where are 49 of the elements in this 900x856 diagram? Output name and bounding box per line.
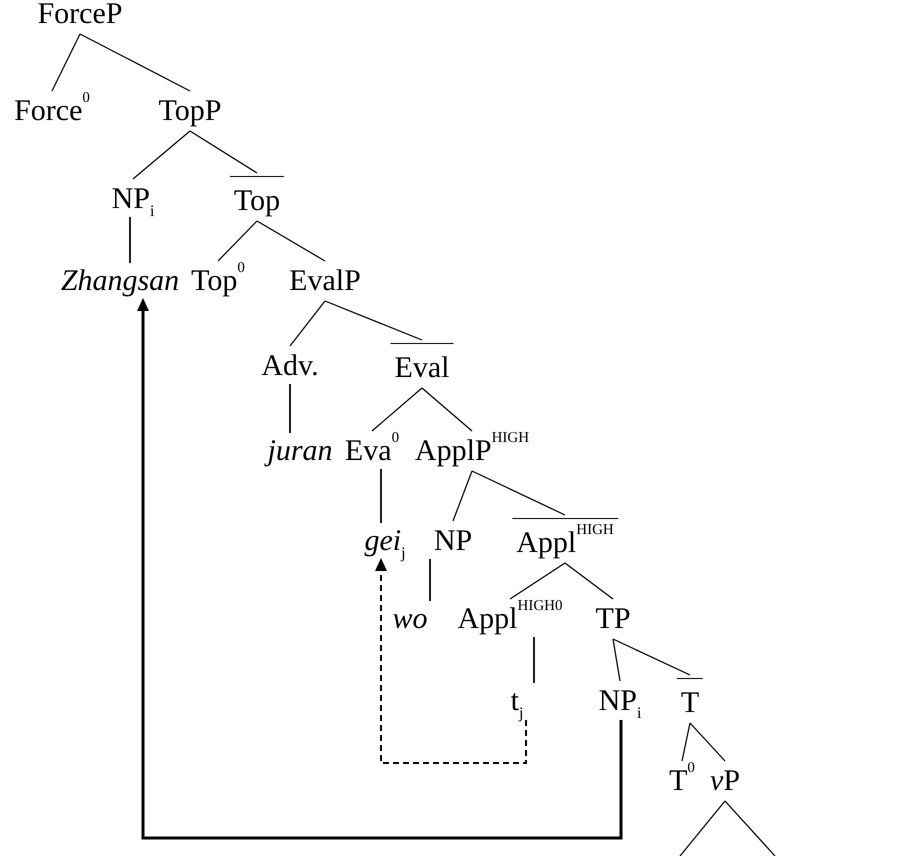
tree-branch — [289, 384, 291, 433]
tree-branch — [51, 34, 81, 92]
movement-arrow-dashed — [375, 558, 527, 764]
category-label: TopP — [154, 94, 226, 128]
bar-category-label: Top — [230, 176, 284, 218]
category-label: Eva$^{0}$ — [340, 434, 404, 468]
category-label: Top$^{0}$ — [187, 264, 249, 298]
category-label: NP$_{i}$ — [108, 182, 158, 216]
tree-branch — [290, 300, 326, 346]
tree-branch — [372, 388, 422, 432]
tree-branch — [452, 470, 473, 522]
category-label: ForceP — [34, 0, 126, 31]
tree-branch — [132, 130, 190, 180]
tree-branch — [472, 470, 566, 516]
tree-branch — [680, 800, 726, 856]
category-label: T$^{0}$ — [665, 764, 699, 798]
tree-branch — [218, 220, 258, 262]
category-label: TP — [592, 602, 634, 636]
bar-category-label: Eval — [390, 343, 454, 385]
tree-branch — [510, 562, 566, 600]
bar-category-label: T — [676, 678, 704, 720]
category-label: Appl$^{HIGH0}$ — [454, 602, 566, 636]
tree-branch — [690, 722, 726, 762]
tree-branch — [612, 638, 621, 682]
category-label: Adv. — [257, 349, 323, 383]
tree-branch — [380, 469, 382, 523]
category-label: Zhangsan — [56, 264, 184, 298]
tree-branch — [429, 559, 431, 601]
tree-branch — [681, 722, 691, 762]
category-label: Force$^{0}$ — [10, 94, 94, 128]
category-label: ApplP$^{HIGH}$ — [410, 434, 534, 468]
tree-branch — [190, 130, 258, 174]
category-label: NP$_{i}$ — [594, 684, 646, 718]
category-label: vP — [706, 764, 744, 798]
tree-branch — [564, 562, 614, 600]
category-label: EvalP — [285, 264, 365, 298]
tree-branch — [324, 300, 422, 341]
tree-branch — [724, 800, 776, 856]
tree-branch — [129, 217, 131, 263]
category-label: juran — [264, 434, 336, 468]
tree-branch — [533, 637, 535, 683]
tree-branch — [80, 33, 190, 92]
tree-branch — [256, 220, 326, 262]
category-label: NP — [430, 524, 476, 558]
movement-arrow — [137, 298, 622, 840]
tree-branch — [422, 388, 472, 432]
tree-branch — [612, 638, 690, 676]
bar-category-label: Appl$^{HIGH}$ — [512, 518, 618, 560]
category-label: wo — [388, 602, 432, 636]
